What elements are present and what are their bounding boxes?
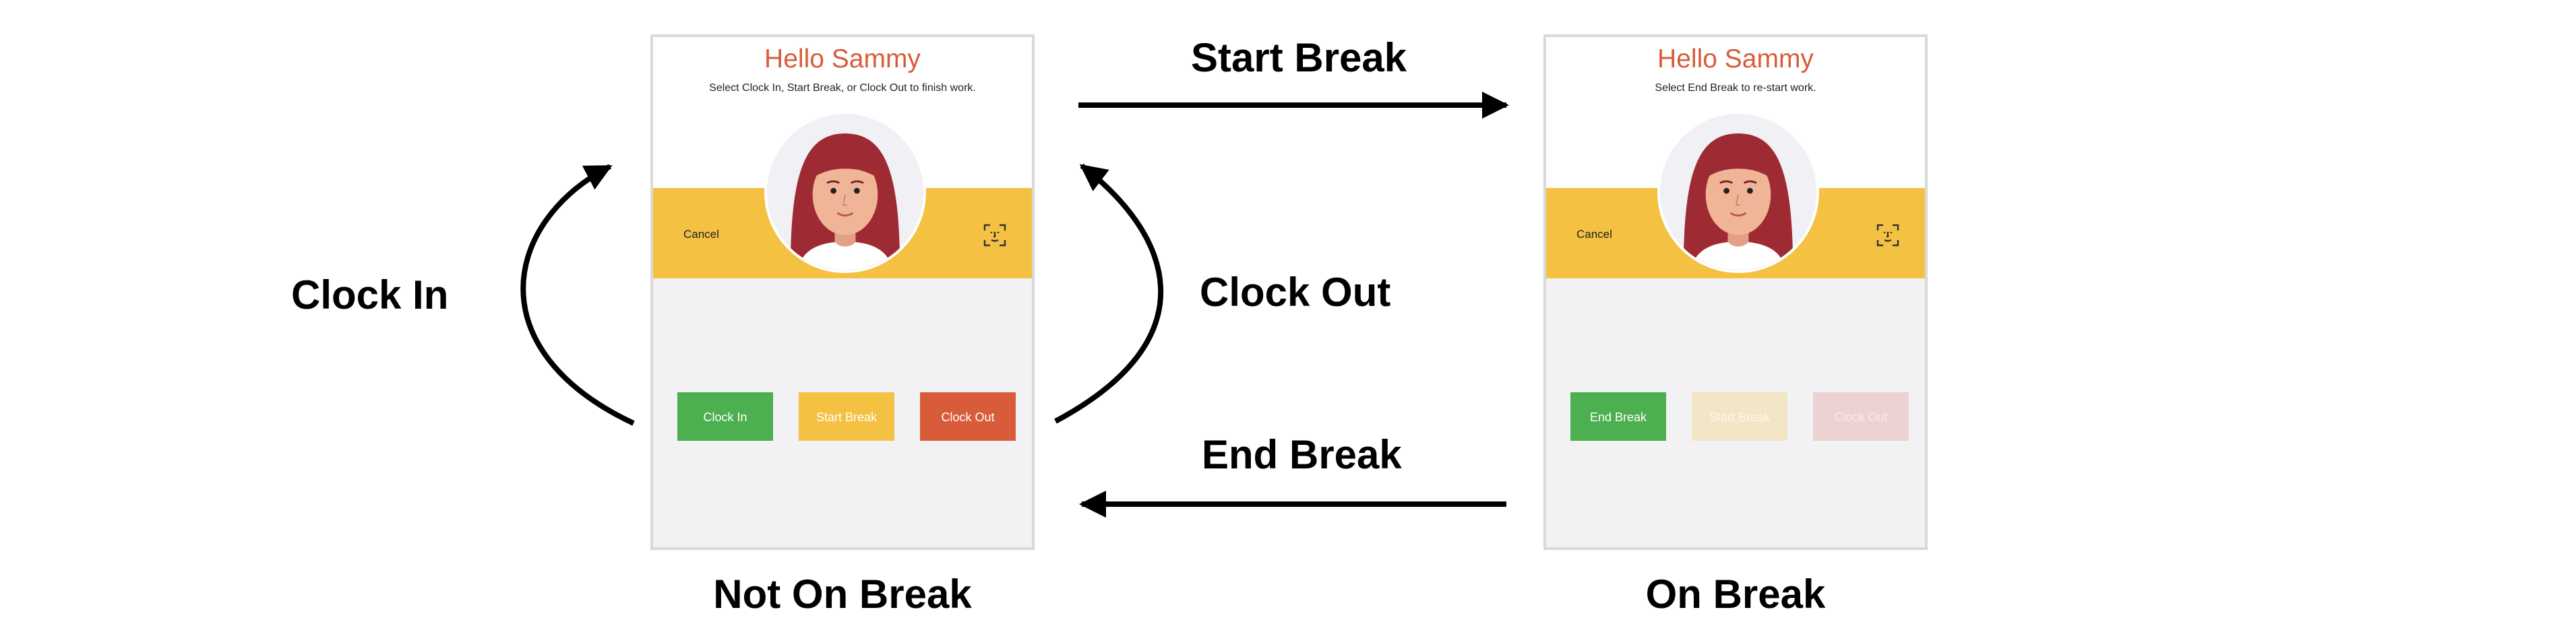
- clock-in-arrow: [520, 164, 635, 426]
- start-break-button-disabled: Start Break: [1692, 392, 1787, 441]
- clock-out-label: Clock Out: [1200, 270, 1391, 315]
- greeting: Hello Sammy: [764, 44, 921, 73]
- face-scan-icon[interactable]: [983, 224, 1006, 247]
- avatar: [1657, 111, 1819, 273]
- clock-out-button-disabled: Clock Out: [1813, 392, 1909, 441]
- cancel-button[interactable]: Cancel: [683, 228, 719, 241]
- end-break-button[interactable]: End Break: [1570, 392, 1666, 441]
- clock-in-label: Clock In: [291, 272, 449, 317]
- caption-not-on-break: Not On Break: [713, 572, 972, 617]
- instruction-text: Select Clock In, Start Break, or Clock O…: [709, 82, 976, 94]
- clock-out-arrow: [1054, 163, 1164, 424]
- screen-on-break: Hello Sammy Select End Break to re-start…: [1543, 34, 1928, 550]
- caption-on-break: On Break: [1645, 572, 1826, 617]
- avatar: [764, 111, 926, 273]
- start-break-label: Start Break: [1191, 35, 1407, 80]
- clock-out-button[interactable]: Clock Out: [920, 392, 1016, 441]
- end-break-label: End Break: [1202, 432, 1402, 477]
- greeting: Hello Sammy: [1657, 44, 1814, 73]
- start-break-button[interactable]: Start Break: [799, 392, 894, 441]
- avatar-illustration: [1660, 114, 1816, 270]
- screen-not-on-break: Hello Sammy Select Clock In, Start Break…: [650, 34, 1035, 550]
- avatar-illustration: [767, 114, 923, 270]
- face-scan-icon[interactable]: [1876, 224, 1899, 247]
- clock-in-button[interactable]: Clock In: [677, 392, 773, 441]
- instruction-text: Select End Break to re-start work.: [1655, 82, 1816, 94]
- cancel-button[interactable]: Cancel: [1576, 228, 1612, 241]
